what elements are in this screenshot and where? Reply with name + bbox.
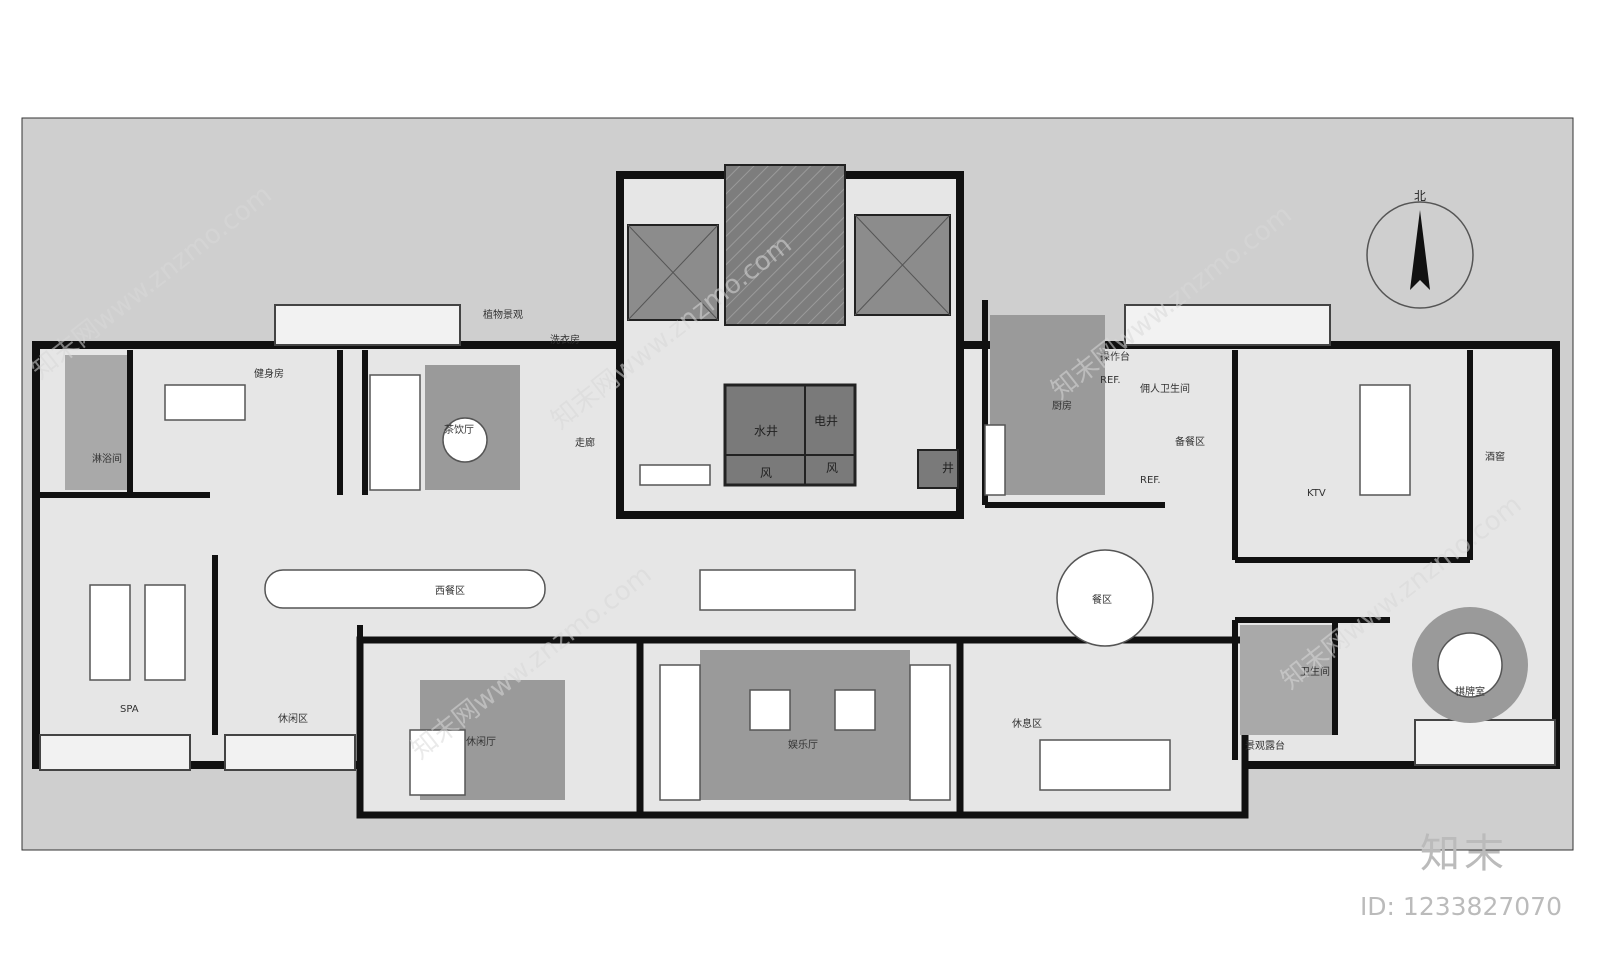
label-spa: SPA (120, 704, 139, 715)
stair (724, 164, 846, 326)
label-elec: 电井 (814, 414, 838, 428)
label-wash: 洗衣房 (550, 333, 580, 346)
label-wine: 酒窖 (1485, 450, 1505, 463)
label-balcony: 景观露台 (1245, 739, 1285, 752)
balcony-se (1414, 719, 1556, 766)
label-ent: 娱乐厅 (788, 738, 818, 751)
label-corridor: 走廊 (575, 436, 595, 449)
label-kitchen-s1: 操作台 (1100, 350, 1130, 363)
label-bar: 西餐区 (435, 584, 465, 597)
brand-logo-text: 知末 (1420, 831, 1508, 877)
wc-floor (1240, 625, 1332, 735)
compass-north-label: 北 (1414, 189, 1426, 203)
label-ref2: REF. (1140, 475, 1161, 486)
label-wind2: 风 (826, 461, 838, 475)
label-prep: 备餐区 (1175, 435, 1205, 448)
label-water: 水井 (754, 424, 778, 438)
shaft-block (723, 383, 857, 487)
label-ref1: REF. (1100, 375, 1121, 386)
label-servant: 佣人卫生间 (1140, 382, 1190, 395)
label-wind1: 风 (760, 466, 772, 480)
label-rest2: 休闲厅 (466, 735, 496, 748)
kitchen-floor (990, 315, 1105, 495)
shaft-small (917, 449, 959, 489)
label-dining: 餐区 (1092, 593, 1112, 606)
balcony-ne (1124, 304, 1331, 346)
image-id-text: ID: 1233827070 (1359, 892, 1562, 921)
label-tea: 茶饮厅 (444, 423, 474, 436)
label-kitchen: 厨房 (1052, 399, 1072, 412)
ent-rug (700, 650, 910, 800)
balcony-nw (274, 304, 461, 346)
label-ktv: KTV (1307, 488, 1326, 499)
furniture (89, 374, 1503, 801)
label-yushi: 淋浴间 (92, 452, 122, 465)
wet-area (65, 355, 127, 490)
label-planter: 植物景观 (483, 308, 523, 321)
balcony-sw (39, 734, 191, 771)
room-labels: 淋浴间 健身房 茶饮厅 走廊 水井 电井 风 风 井 厨房 操作台 佣人卫生间 … (92, 308, 1505, 752)
label-rest1: 休闲区 (278, 712, 308, 725)
label-gym: 健身房 (254, 367, 284, 380)
label-rest3: 休息区 (1012, 717, 1042, 730)
label-chess: 棋牌室 (1455, 685, 1485, 698)
balcony-s2 (224, 734, 356, 771)
label-shaft: 井 (942, 461, 954, 475)
compass: 北 (1366, 189, 1474, 309)
label-wc: 卫生间 (1300, 665, 1330, 678)
